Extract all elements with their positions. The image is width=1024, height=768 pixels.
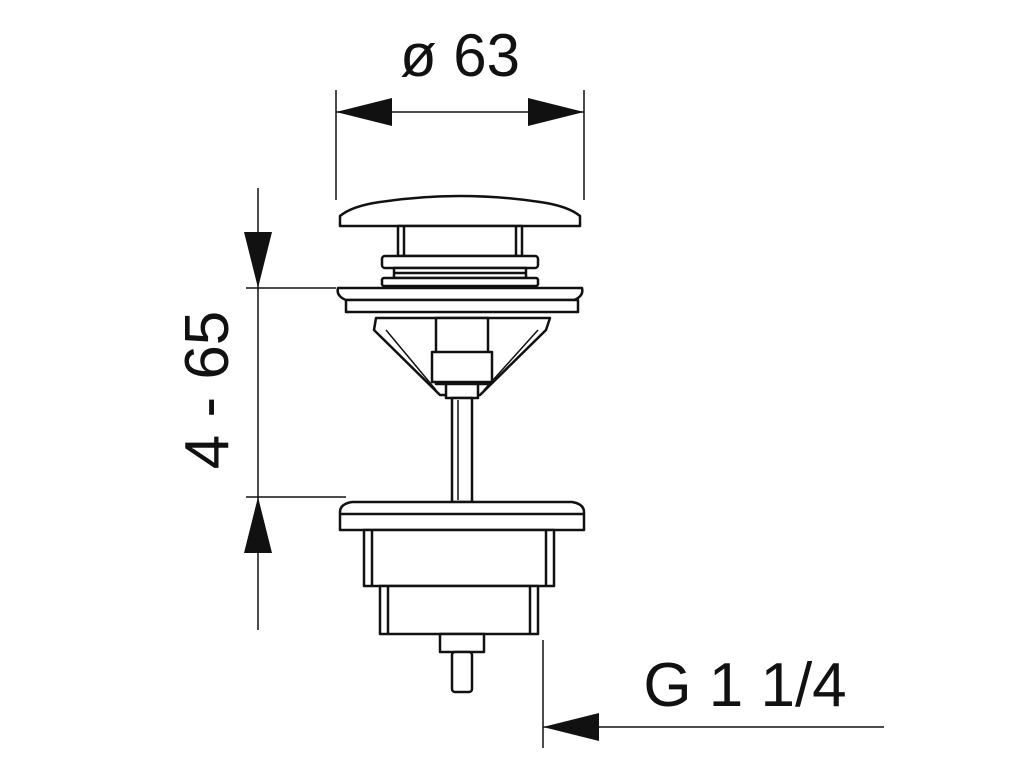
pin — [450, 650, 474, 694]
thread-arrow — [543, 713, 599, 741]
height-arrow-bottom — [244, 497, 272, 553]
body-upper — [362, 528, 556, 588]
diameter-dimension: ø 63 — [335, 22, 585, 200]
height-arrow-top — [244, 232, 272, 288]
cap-dome — [338, 194, 582, 228]
diameter-arrow-left — [336, 98, 392, 126]
seal-ring-top — [380, 254, 540, 270]
diameter-arrow-right — [528, 98, 584, 126]
waste-valve — [336, 194, 586, 694]
body-lower — [378, 584, 540, 636]
body-plate — [338, 500, 586, 532]
spider-hub-bottom — [444, 382, 480, 400]
spider-inner-left — [385, 329, 437, 391]
spider-hub — [430, 350, 494, 384]
flange-plate — [344, 298, 580, 314]
diameter-label: ø 63 — [400, 22, 520, 89]
stem — [450, 396, 474, 504]
pin-base — [438, 632, 486, 654]
height-label: 4 - 65 — [173, 311, 242, 470]
thread-dimension: G 1 1/4 — [542, 640, 884, 748]
height-dimension: 4 - 65 — [173, 188, 346, 630]
flange — [336, 286, 584, 302]
seal-ring-bottom — [380, 276, 540, 288]
cap-neck — [396, 224, 524, 258]
thread-label: G 1 1/4 — [643, 651, 846, 720]
